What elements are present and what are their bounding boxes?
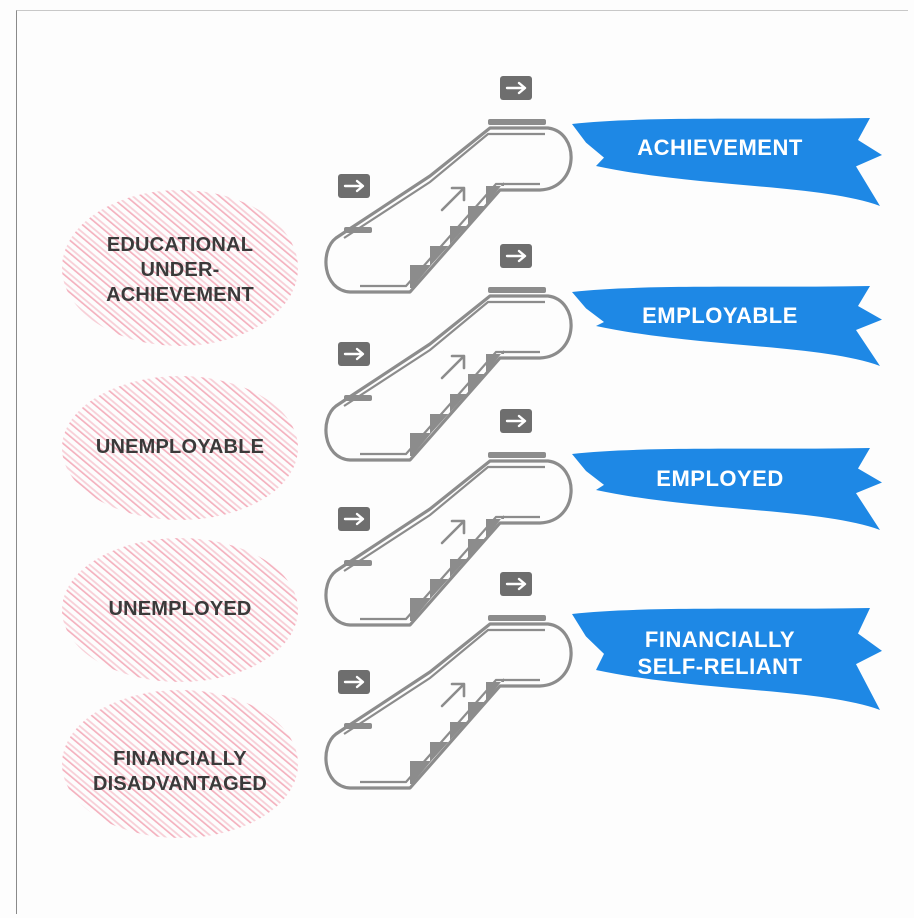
stage-from-unemployed: UNEMPLOYED — [108, 598, 252, 620]
scribble-highlight-0 — [62, 190, 298, 346]
stage-from-educational-underachievement: EDUCATIONAL UNDER- ACHIEVEMENT — [106, 234, 254, 306]
scribble-highlight-1 — [62, 376, 298, 520]
ribbon-banner-3 — [572, 608, 882, 710]
ribbon-banner-2 — [572, 448, 882, 530]
escalator-side-cap — [344, 395, 372, 401]
escalator-inner-rail — [343, 465, 545, 621]
ribbon-banner-0 — [572, 118, 882, 206]
escalator-steps — [410, 678, 504, 784]
escalator-steps — [410, 182, 504, 288]
stage-from-financially-disadvantaged: FINANCIALLY DISADVANTAGED — [92, 748, 268, 795]
escalator-top-cap — [488, 119, 546, 125]
stage-to-employable: EMPLOYABLE — [642, 303, 798, 328]
up-right-arrow-icon — [440, 186, 466, 212]
escalator-side-cap — [344, 723, 372, 729]
stage-to-financially-self-reliant: FINANCIALLY SELF-RELIANT — [637, 627, 803, 679]
escalator-icon-2 — [324, 409, 573, 627]
right-arrow-glyph — [343, 675, 365, 689]
right-arrow-glyph — [343, 512, 365, 526]
right-arrow-glyph — [505, 81, 527, 95]
ribbon-banner-1 — [572, 286, 882, 366]
scribble-highlight-2 — [62, 538, 298, 682]
up-right-arrow-icon — [440, 519, 466, 545]
escalator-top-cap — [488, 287, 546, 293]
escalator-top-cap — [488, 452, 546, 458]
right-arrow-glyph — [343, 347, 365, 361]
scribble-highlight-3 — [62, 690, 298, 838]
escalator-icon-0 — [324, 76, 573, 294]
stage-to-employed: EMPLOYED — [656, 466, 784, 491]
escalator-handrail — [324, 294, 573, 462]
escalator-handrail — [324, 126, 573, 294]
right-arrow-glyph — [505, 577, 527, 591]
up-right-arrow-icon — [440, 354, 466, 380]
escalator-top-cap — [488, 615, 546, 621]
right-arrow-glyph — [343, 179, 365, 193]
right-arrow-glyph — [505, 249, 527, 263]
escalator-inner-rail — [343, 628, 545, 784]
escalator-steps — [410, 515, 504, 621]
stage-from-unemployable: UNEMPLOYABLE — [95, 436, 265, 458]
page-frame — [16, 10, 908, 914]
stage-to-achievement: ACHIEVEMENT — [637, 135, 803, 160]
up-right-arrow-icon — [440, 682, 466, 708]
escalator-icon-3 — [324, 572, 573, 790]
escalator-side-cap — [344, 560, 372, 566]
escalator-side-cap — [344, 227, 372, 233]
escalator-icon-1 — [324, 244, 573, 462]
right-arrow-glyph — [505, 414, 527, 428]
escalator-handrail — [324, 459, 573, 627]
escalator-handrail — [324, 622, 573, 790]
escalator-steps — [410, 350, 504, 456]
